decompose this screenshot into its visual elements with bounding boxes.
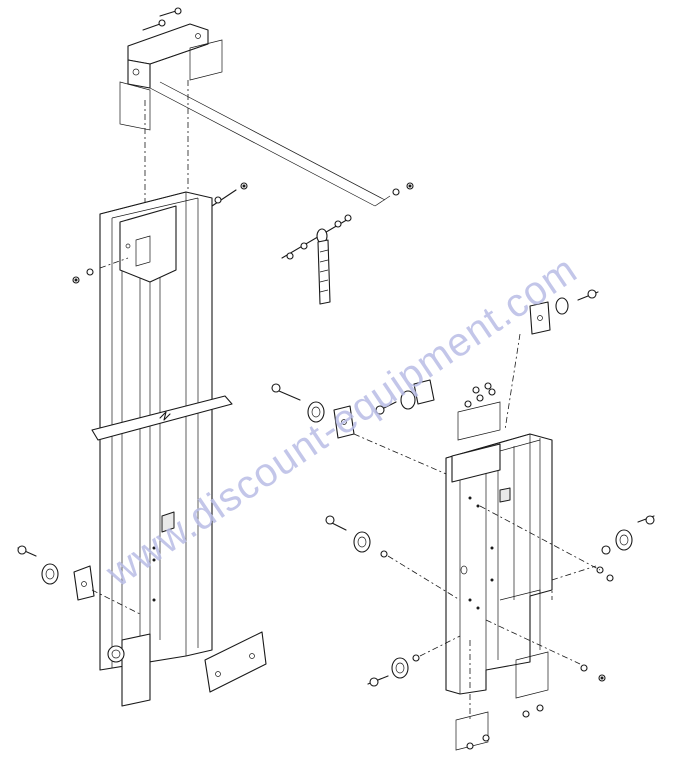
right-top-bracket [504,289,599,431]
left-top-bracket [119,7,223,131]
left-column [91,191,233,707]
right-middle-rollers [325,515,461,601]
left-lower-roller [17,545,141,615]
right-upper-rollers [271,379,501,481]
left-upper-bolts [72,182,248,284]
left-column-assembly [17,7,386,707]
left-bottom-plate [204,631,267,693]
right-bottom-rollers [367,619,606,751]
right-column [445,433,553,695]
middle-chain-assembly [281,182,414,305]
right-side-rollers [479,505,655,582]
left-cross-rod [149,81,386,207]
right-column-assembly [271,289,655,751]
